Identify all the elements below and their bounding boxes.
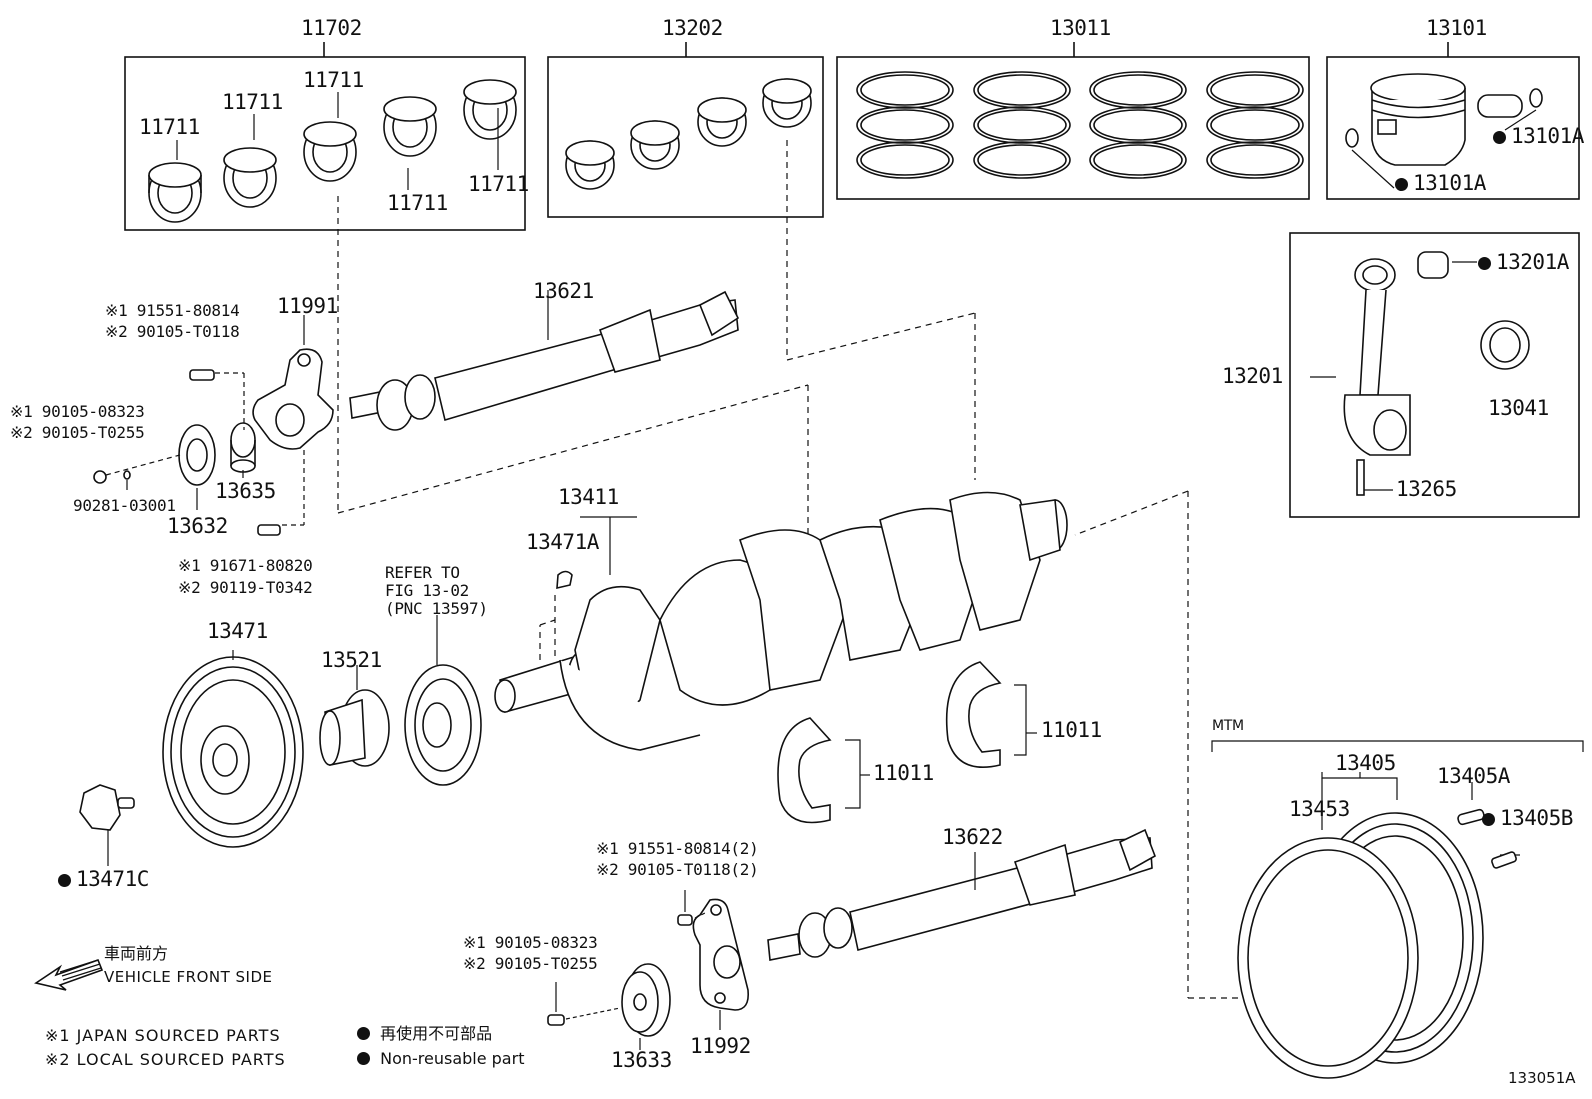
- bearing-set-box: [124, 56, 526, 231]
- connecting-rod: [1343, 251, 1530, 496]
- bearing-shells: [148, 79, 517, 223]
- legend-nonreusable-jp: 再使用不可部品: [357, 1026, 492, 1042]
- note-bolt2-japan: ※1 90105-08323: [10, 402, 145, 421]
- crank-key-shape: [556, 570, 573, 590]
- note-bolt1-local: ※2 90105-T0118: [105, 322, 240, 341]
- legend-local-sourced: ※2 LOCAL SOURCED PARTS: [45, 1050, 286, 1069]
- non-reusable-dot: [1482, 813, 1495, 826]
- note-bolt2-local: ※2 90105-T0255: [10, 423, 145, 442]
- label-crank-gear: 13521: [321, 648, 382, 672]
- label-piston: 13101: [1426, 16, 1487, 40]
- label-rod-bearing: 13041: [1488, 396, 1549, 420]
- label-bearing-b: 11711: [222, 90, 283, 114]
- note-refer-3: (PNC 13597): [385, 599, 488, 618]
- legend-front-jp: 車両前方: [104, 944, 169, 963]
- label-flywheel-bolt: 13405B: [1482, 808, 1573, 829]
- label-gear-spacer: 13635: [215, 479, 276, 503]
- label-shaft-gear-2: 13633: [611, 1048, 672, 1072]
- label-balance-shaft-1: 13621: [533, 279, 594, 303]
- label-piston-pin-b: 13101A: [1395, 173, 1486, 194]
- flywheel: [1237, 808, 1517, 1079]
- crank-pulley: [79, 656, 304, 848]
- label-rod-bolt: 13265: [1396, 477, 1457, 501]
- label-thrust-washer-a: 11011: [1041, 718, 1102, 742]
- label-washer: 90281-03001: [73, 496, 176, 515]
- front-plate: [93, 348, 334, 536]
- note-refer-2: FIG 13-02: [385, 581, 469, 600]
- crankshaft: [494, 491, 1068, 751]
- label-bearing-c: 11711: [303, 68, 364, 92]
- label-flywheel: 13405: [1335, 751, 1396, 775]
- label-piston-ring-set: 13011: [1050, 16, 1111, 40]
- connecting-rod-box: [1289, 232, 1580, 518]
- label-plate-2: 11992: [690, 1034, 751, 1058]
- legend-japan-sourced: ※1 JAPAN SOURCED PARTS: [45, 1026, 281, 1045]
- non-reusable-dot: [58, 874, 71, 887]
- non-reusable-dot: [1395, 178, 1408, 191]
- label-balance-shaft-2: 13622: [942, 825, 1003, 849]
- label-thrust-washer-b: 11011: [873, 761, 934, 785]
- legend-nonreusable-en: Non-reusable part: [357, 1051, 524, 1067]
- non-reusable-dot: [357, 1052, 370, 1065]
- label-bearing-d: 11711: [387, 191, 448, 215]
- legend-front-en: VEHICLE FRONT SIDE: [104, 968, 273, 986]
- vehicle-front-arrow: [34, 958, 104, 991]
- label-plate-1: 11991: [277, 294, 338, 318]
- label-crank-key: 13471A: [526, 530, 599, 554]
- label-crankshaft: 13411: [558, 485, 619, 509]
- label-bearing-e: 11711: [468, 172, 529, 196]
- note-refer-1: REFER TO: [385, 563, 460, 582]
- note-bolt4-japan: ※1 91551-80814(2): [596, 839, 759, 858]
- balance-shaft-2: [767, 828, 1156, 961]
- non-reusable-dot: [1478, 257, 1491, 270]
- label-rod-bushing: 13201A: [1478, 252, 1569, 273]
- con-rod-bearing-shells: [565, 78, 812, 190]
- label-connecting-rod: 13201: [1222, 364, 1283, 388]
- piston-ring-set-box: [836, 56, 1310, 200]
- thrust-washers: [777, 661, 1002, 824]
- label-pulley-bolt: 13471C: [58, 869, 149, 890]
- label-flywheel-pin: 13405A: [1437, 764, 1510, 788]
- note-bolt1-japan: ※1 91551-80814: [105, 301, 240, 320]
- note-bolt5-japan: ※1 90105-08323: [463, 933, 598, 952]
- note-bolt3-japan: ※1 91671-80820: [178, 556, 313, 575]
- figure-code: 133051A: [1508, 1069, 1576, 1087]
- piston: [1345, 73, 1543, 166]
- piston-box: [1326, 56, 1580, 200]
- label-con-rod-bearing-set: 13202: [662, 16, 723, 40]
- rear-plate: [547, 898, 750, 1037]
- label-shaft-gear-1: 13632: [167, 514, 228, 538]
- crank-gear: [319, 664, 482, 786]
- label-bearing-a: 11711: [139, 115, 200, 139]
- note-bolt3-local: ※2 90119-T0342: [178, 578, 313, 597]
- non-reusable-dot: [1493, 131, 1506, 144]
- non-reusable-dot: [357, 1027, 370, 1040]
- piston-rings: [856, 71, 1304, 179]
- label-bearing-set: 11702: [301, 16, 362, 40]
- label-mtm: MTM: [1212, 718, 1244, 734]
- balance-shaft-1: [349, 290, 740, 431]
- label-piston-pin-a: 13101A: [1493, 126, 1584, 147]
- label-ring-gear: 13453: [1289, 797, 1350, 821]
- label-pulley: 13471: [207, 619, 268, 643]
- note-bolt4-local: ※2 90105-T0118(2): [596, 860, 759, 879]
- note-bolt5-local: ※2 90105-T0255: [463, 954, 598, 973]
